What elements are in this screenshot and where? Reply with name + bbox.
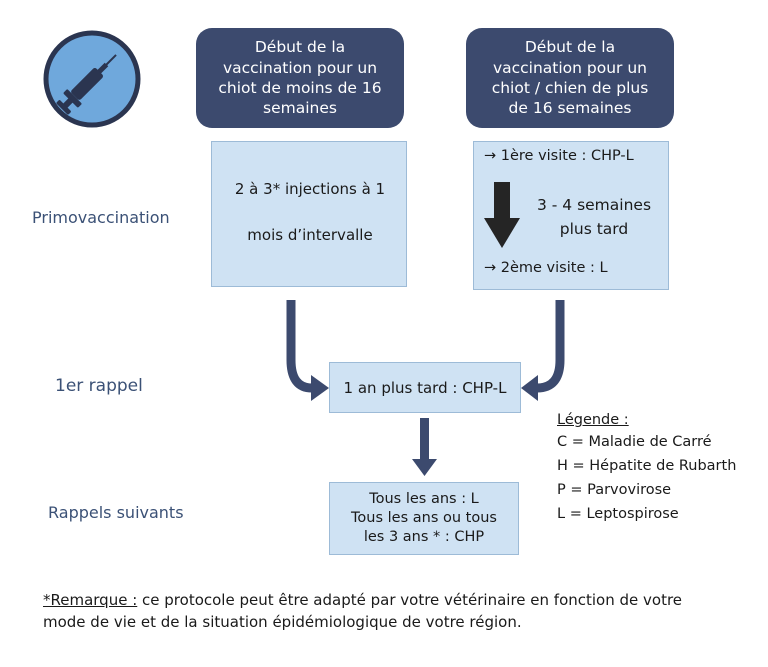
legend-item-h: H = Hépatite de Rubarth — [557, 458, 737, 474]
label-1er-rappel: 1er rappel — [55, 376, 143, 396]
box-rappels-suivants: Tous les ans : L Tous les ans ou tous le… — [329, 482, 519, 555]
legend-title: Légende : — [557, 412, 629, 428]
middle-arrow-head — [412, 459, 437, 476]
label-rappels-suivants: Rappels suivants — [48, 503, 184, 522]
legend-item-l: L = Leptospirose — [557, 506, 679, 522]
suivants-line3: les 3 ans * : CHP — [363, 528, 485, 545]
remark-title: *Remarque : — [43, 591, 138, 609]
right-curved-arrow — [536, 300, 565, 393]
left-primo-line2: mois d’intervalle — [247, 226, 373, 244]
suivants-line1: Tous les ans : L — [369, 491, 479, 508]
middle-arrow-shaft — [420, 418, 429, 460]
left-curved-arrow — [286, 300, 313, 393]
legend: Légende : C = Maladie de Carré H = Hépat… — [557, 412, 736, 522]
box-right-primo: → 1ère visite : CHP-L 3 - 4 semaines plu… — [473, 141, 669, 290]
syringe-icon — [43, 30, 141, 128]
box-left-primo: 2 à 3* injections à 1 mois d’intervalle — [211, 141, 407, 287]
remark-line1: ce protocole peut être adapté par votre … — [137, 591, 683, 609]
label-primovaccination: Primovaccination — [32, 208, 170, 227]
right-arrow-head — [521, 375, 538, 401]
header-left: Début de la vaccination pour un chiot de… — [196, 28, 404, 128]
down-arrow-icon — [484, 182, 520, 248]
remark-note: *Remarque : ce protocole peut être adapt… — [43, 590, 761, 634]
box-1er-rappel: 1 an plus tard : CHP-L — [329, 362, 521, 413]
legend-item-p: P = Parvovirose — [557, 482, 672, 498]
rappel-text: 1 an plus tard : CHP-L — [343, 378, 507, 397]
left-primo-line1: 2 à 3* injections à 1 — [234, 180, 386, 198]
right-visit1: → 1ère visite : CHP-L — [484, 148, 634, 164]
legend-item-c: C = Maladie de Carré — [557, 434, 712, 450]
left-arrow-head — [311, 375, 329, 401]
suivants-line2: Tous les ans ou tous — [351, 510, 497, 527]
header-right: Début de la vaccination pour un chiot / … — [466, 28, 674, 128]
right-delay-line2: plus tard — [559, 220, 629, 238]
remark-line2: mode de vie et de la situation épidémiol… — [43, 612, 522, 631]
right-delay-line1: 3 - 4 semaines — [536, 196, 652, 214]
right-visit2: → 2ème visite : L — [484, 260, 608, 276]
